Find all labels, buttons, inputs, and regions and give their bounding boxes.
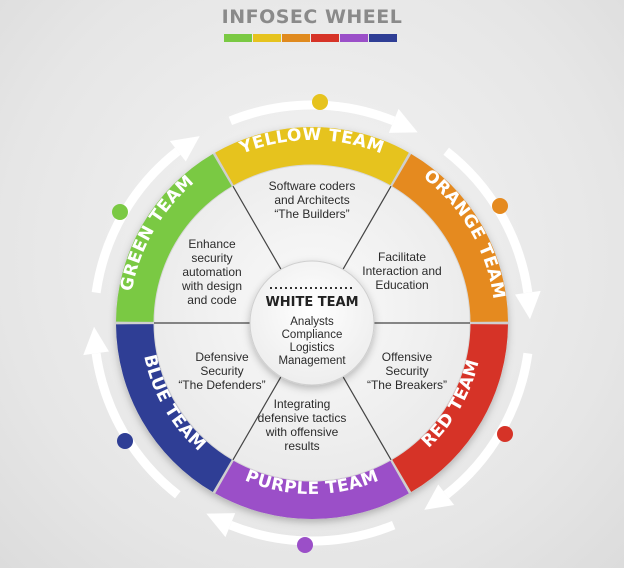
team-description-orange: Facilitate	[378, 250, 426, 264]
white-team-role: Analysts	[290, 316, 334, 328]
team-dot-red	[497, 426, 513, 442]
ring-segment-red	[391, 324, 508, 493]
cycle-arrowhead	[515, 290, 541, 320]
team-description-orange: Interaction and	[362, 264, 441, 278]
cycle-arrowhead	[169, 136, 200, 162]
wedge-divider	[342, 185, 392, 270]
white-team-role: Management	[278, 355, 346, 367]
wedge-divider	[342, 376, 392, 461]
white-team-role: Logistics	[290, 342, 335, 354]
team-description-green: security	[191, 251, 232, 265]
white-team-circle	[249, 260, 375, 386]
team-description-green: Enhance	[188, 237, 236, 251]
team-description-green: with design	[181, 279, 242, 293]
team-description-green: and code	[187, 293, 237, 307]
color-bar-swatch	[340, 34, 368, 42]
team-description-yellow: Software coders	[269, 179, 356, 193]
team-description-yellow: and Architects	[274, 193, 349, 207]
ring-segment-orange	[391, 153, 508, 322]
color-bar-swatch	[253, 34, 281, 42]
cycle-arrow-arc	[228, 100, 396, 126]
white-team-hub: WHITE TEAM AnalystsComplianceLogisticsMan…	[249, 260, 375, 386]
team-description-red: Offensive	[382, 350, 433, 364]
cycle-arrowhead	[83, 326, 109, 356]
diagram-title: INFOSEC WHEEL	[221, 6, 403, 28]
color-bar-swatch	[282, 34, 310, 42]
team-description-green: automation	[182, 265, 241, 279]
team-description-blue: Defensive	[195, 350, 249, 364]
team-dot-purple	[297, 537, 313, 553]
team-dot-orange	[492, 198, 508, 214]
cycle-arrow-arc	[91, 352, 181, 499]
cycle-arrows	[83, 94, 541, 553]
color-bar-swatch	[311, 34, 339, 42]
color-bar-swatch	[369, 34, 397, 42]
wedge-divider	[232, 376, 282, 461]
team-description-purple: results	[284, 439, 319, 453]
team-dot-yellow	[312, 94, 328, 110]
team-description-orange: Education	[375, 278, 428, 292]
cycle-arrow-arc	[443, 147, 533, 294]
white-team-label: WHITE TEAM	[265, 295, 358, 310]
ring-segment-purple	[215, 460, 409, 520]
ring-segment-blue	[116, 324, 233, 493]
cycle-arrowhead	[388, 108, 418, 133]
ring-segment-yellow	[215, 127, 409, 186]
color-bar-swatch	[224, 34, 252, 42]
team-dot-blue	[117, 433, 133, 449]
team-description-purple: defensive tactics	[258, 411, 347, 425]
team-description-yellow: “The Builders”	[274, 207, 349, 221]
team-description-red: “The Breakers”	[367, 378, 447, 392]
wedge-divider	[232, 185, 282, 270]
title-color-bar	[224, 34, 398, 42]
team-description-blue: Security	[200, 364, 243, 378]
team-description-purple: with offensive	[265, 425, 339, 439]
ring-segment-green	[116, 153, 233, 322]
team-description-red: Security	[385, 364, 428, 378]
cycle-arrowhead	[206, 513, 236, 538]
cycle-arrow-arc	[228, 520, 396, 546]
cycle-arrowhead	[424, 484, 455, 510]
white-team-role: Compliance	[282, 329, 343, 341]
team-description-blue: “The Defenders”	[178, 378, 265, 392]
team-description-purple: Integrating	[274, 397, 331, 411]
team-dot-green	[112, 204, 128, 220]
